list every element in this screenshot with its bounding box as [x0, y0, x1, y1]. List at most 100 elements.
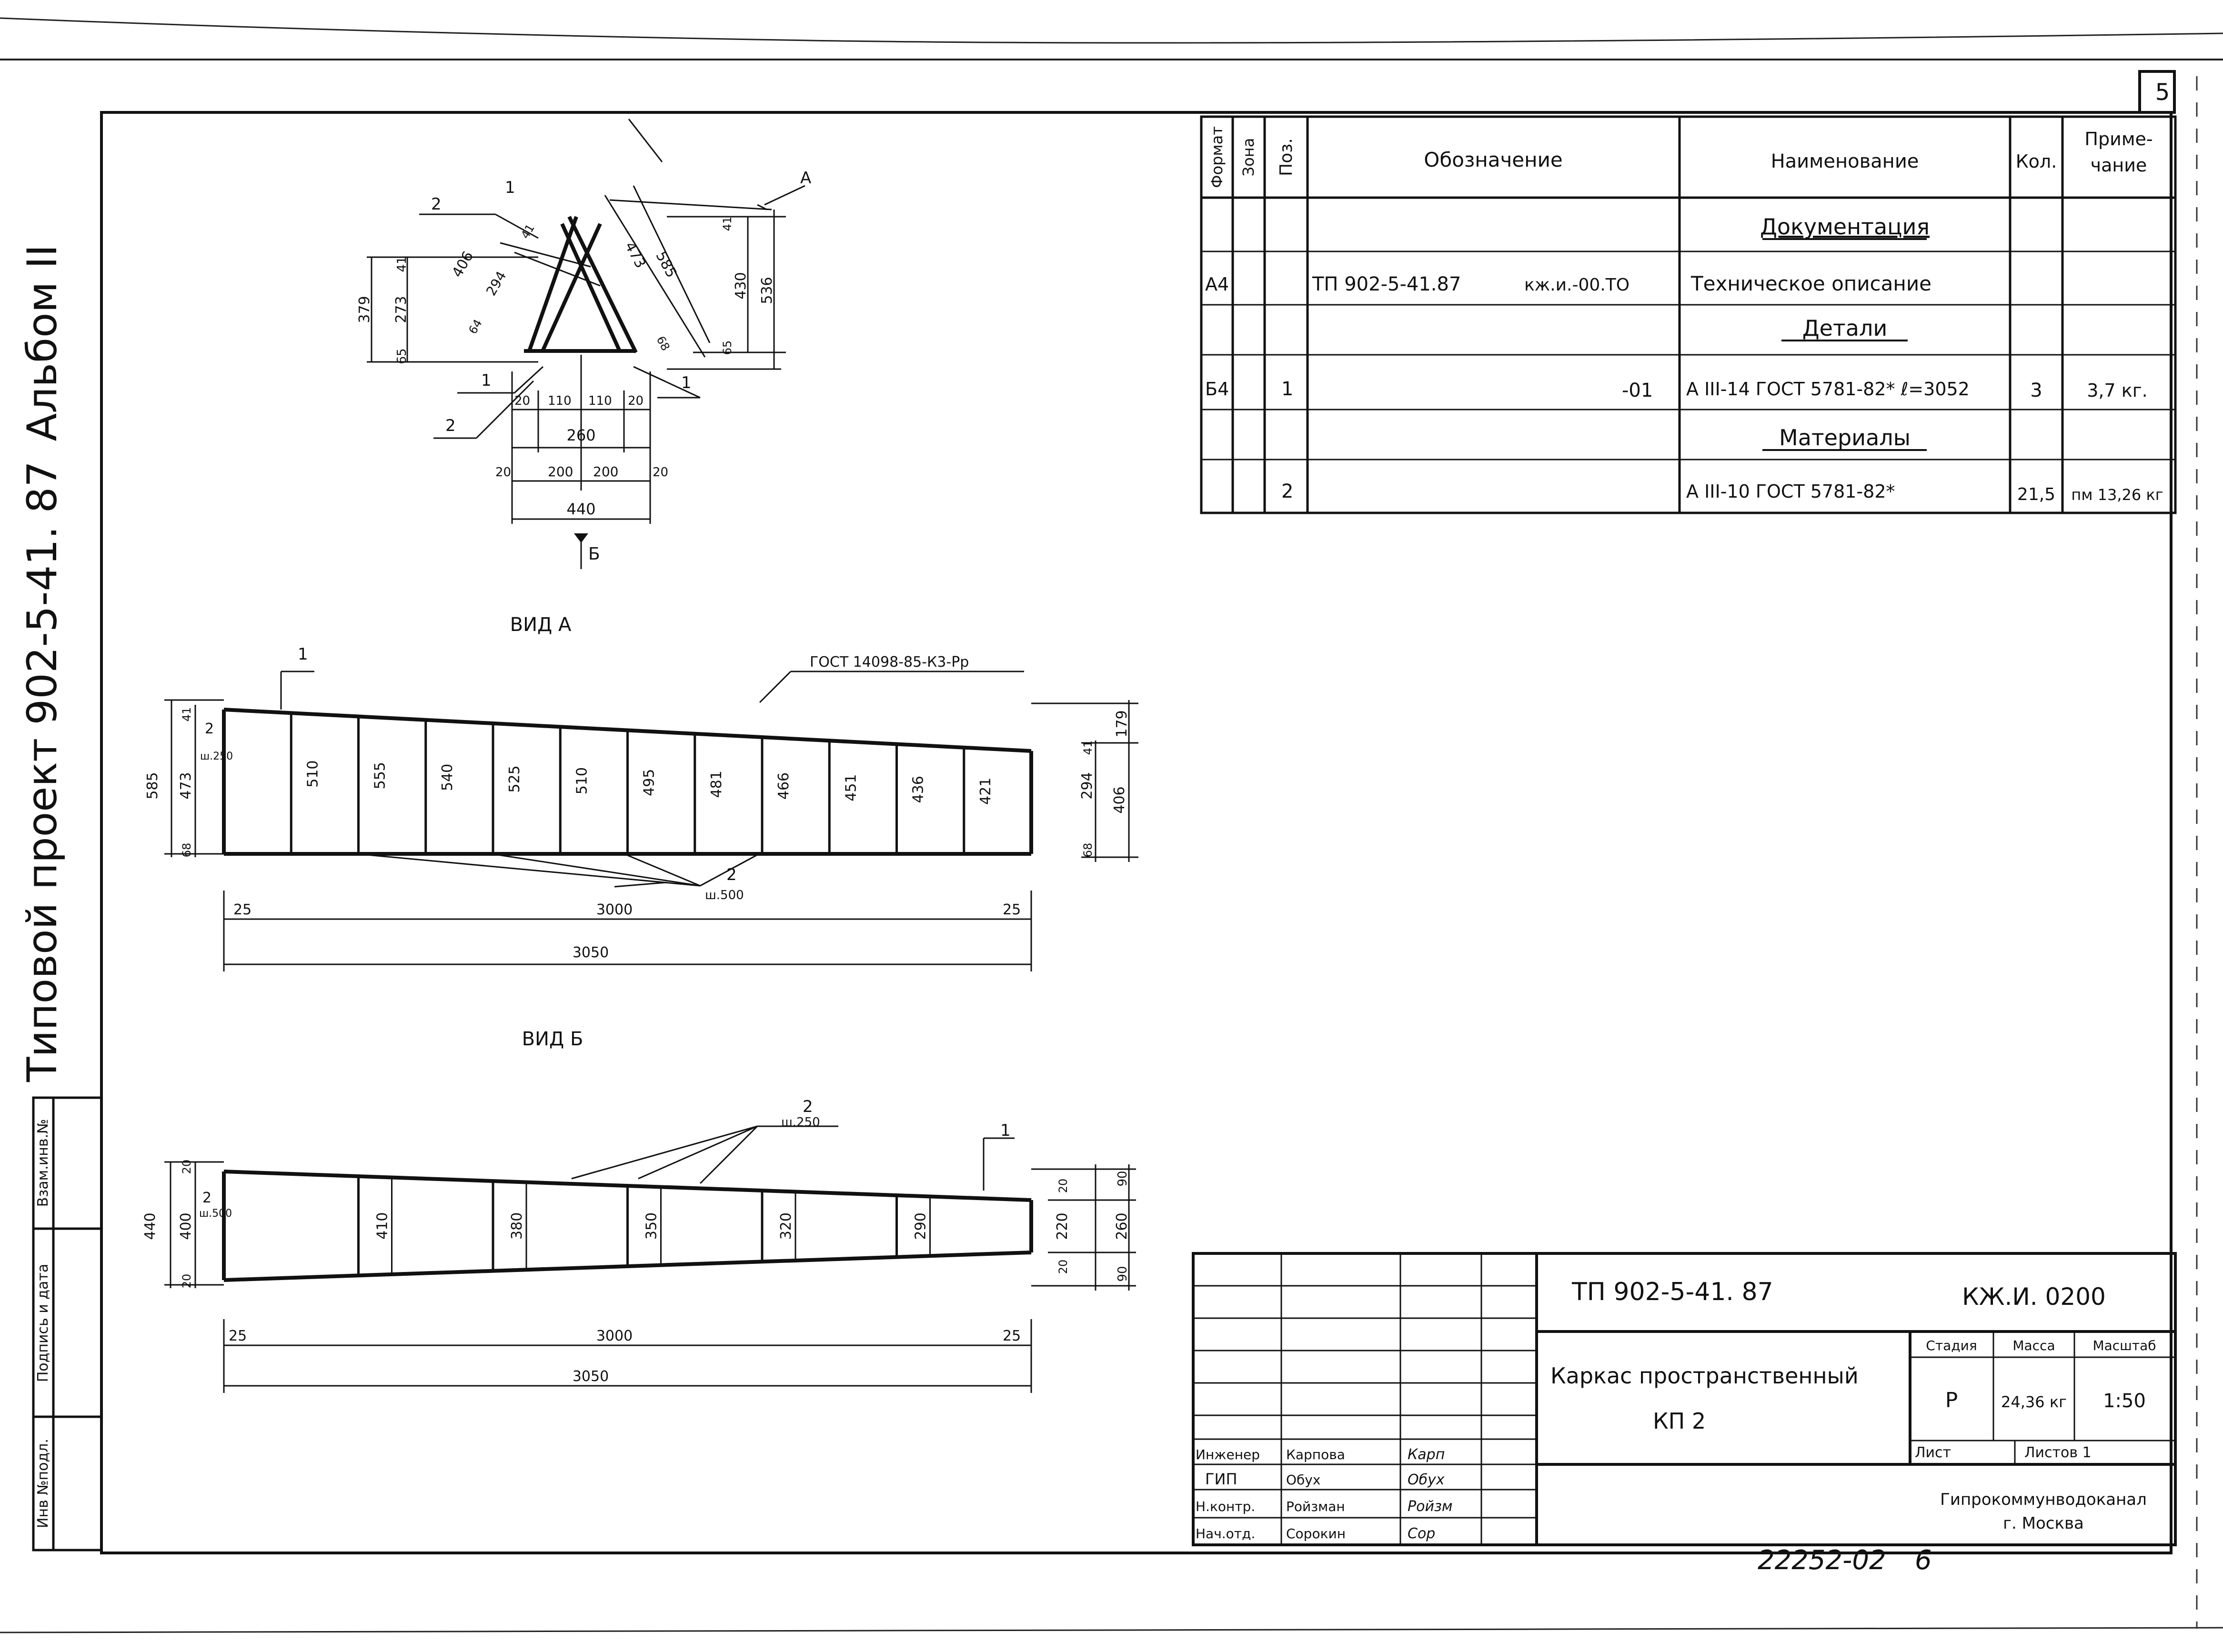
svg-text:68: 68 [1081, 843, 1095, 858]
row6-qty: 21,5 [2017, 485, 2055, 504]
svg-text:20: 20 [495, 465, 511, 480]
signature-1: Карп [1408, 1446, 1445, 1463]
hdr-pos: Поз. [1277, 138, 1296, 176]
svg-text:406: 406 [449, 249, 477, 280]
section-label-2-top: 2 [431, 195, 442, 214]
svg-text:3000: 3000 [596, 901, 633, 918]
svg-text:ш.500: ш.500 [199, 1208, 232, 1220]
signature-4: Сор [1408, 1525, 1435, 1542]
svg-text:41: 41 [395, 256, 409, 272]
svg-text:20: 20 [180, 1274, 193, 1289]
view-a-labels: 1 ГОСТ 14098-85-К3-Рр 585 473 41 68 2 ш.… [144, 645, 1130, 961]
svg-text:25: 25 [1003, 1328, 1021, 1344]
signature-3: Ройзм [1408, 1498, 1453, 1515]
row6-pos: 2 [1281, 481, 1293, 502]
svg-text:Масштаб: Масштаб [2092, 1338, 2156, 1353]
svg-text:273: 273 [393, 296, 410, 323]
org-city: г. Москва [2003, 1514, 2084, 1533]
section-label-a: A [800, 169, 811, 188]
svg-text:25: 25 [233, 901, 251, 918]
hdr-zone: Зона [1239, 138, 1257, 177]
spec-table: Формат Зона Поз. Обозначение Наименовани… [1200, 115, 2177, 514]
svg-text:220: 220 [1054, 1212, 1071, 1240]
svg-text:110: 110 [588, 394, 612, 408]
side-stamp [32, 1096, 103, 1552]
svg-text:406: 406 [1111, 786, 1128, 813]
row6-name: А III-10 ГОСТ 5781-82* [1686, 481, 1895, 502]
svg-text:20: 20 [180, 1160, 193, 1174]
view-a-height-label: 510 [304, 760, 321, 787]
svg-text:3000: 3000 [596, 1328, 633, 1344]
view-a-height-label: 510 [573, 767, 590, 794]
view-a-callout-1: 1 [298, 645, 308, 664]
view-a-height-label: 466 [775, 772, 792, 800]
svg-text:Стадия: Стадия [1926, 1338, 1977, 1353]
section-label-1-right: 1 [681, 373, 692, 392]
svg-text:65: 65 [395, 348, 409, 364]
svg-text:473: 473 [621, 239, 649, 271]
svg-text:ГИП: ГИП [1205, 1470, 1237, 1488]
view-a-height-label: 495 [641, 769, 658, 796]
svg-text:41: 41 [1081, 741, 1095, 755]
svg-text:473: 473 [178, 772, 194, 799]
svg-text:25: 25 [229, 1328, 247, 1344]
row4-designation: -01 [1622, 380, 1653, 401]
svg-text:20: 20 [1056, 1260, 1070, 1274]
view-b-callout-1: 1 [1000, 1121, 1011, 1140]
main-frame [100, 70, 2176, 1554]
footer-sheet: 6 [1915, 1545, 1932, 1576]
section-label-1-top: 1 [505, 178, 515, 197]
svg-text:430: 430 [733, 272, 749, 299]
view-arrow-b: Б [588, 544, 600, 564]
svg-text:585: 585 [144, 772, 161, 799]
row6-note: пм 13,26 кг [2071, 486, 2163, 504]
svg-text:536: 536 [759, 277, 775, 304]
row2-name: Техническое описание [1690, 272, 1931, 295]
svg-text:Обух: Обух [1286, 1472, 1320, 1488]
view-b-callout-2: 2 [803, 1097, 813, 1116]
svg-text:Лист: Лист [1915, 1444, 1951, 1461]
view-a-callout-2: 2 [726, 865, 737, 884]
svg-text:260: 260 [1114, 1212, 1130, 1240]
view-a-height-label: 436 [910, 776, 927, 803]
view-b-width-label: 320 [778, 1212, 795, 1240]
doc-title-1: Каркас пространственный [1550, 1363, 1859, 1389]
view-a-height-label: 525 [506, 765, 523, 792]
doc-code: ТП 902-5-41. 87 [1571, 1278, 1773, 1306]
row4-format: Б4 [1205, 379, 1229, 400]
sheet-edges [0, 17, 2223, 1633]
svg-text:2: 2 [202, 1190, 211, 1206]
mass-value: 24,36 кг [2001, 1393, 2067, 1411]
svg-text:20: 20 [653, 465, 668, 480]
row2-designation2: кж.и.-00.ТО [1524, 275, 1630, 295]
stage-value: Р [1945, 1388, 1958, 1412]
svg-text:20: 20 [514, 394, 530, 408]
row2-designation: ТП 902-5-41.87 [1312, 273, 1461, 295]
project-label: Типовой проект 902-5-41. 87 [19, 461, 66, 1082]
svg-text:65: 65 [721, 340, 734, 355]
svg-text:440: 440 [142, 1212, 159, 1240]
hdr-note-1: Приме- [2084, 129, 2153, 150]
row4-pos: 1 [1281, 378, 1293, 400]
svg-text:90: 90 [1116, 1266, 1130, 1282]
doc-title-2: КП 2 [1653, 1408, 1706, 1434]
svg-text:260: 260 [566, 426, 595, 444]
svg-text:200: 200 [593, 464, 618, 480]
view-b-labels: 2 ш.250 1 440 400 20 20 2 ш.500 20 90 22… [142, 1097, 1130, 1385]
svg-text:294: 294 [483, 269, 509, 299]
svg-text:585: 585 [652, 249, 680, 280]
cross-section [367, 119, 805, 569]
album-label: Альбом II [19, 244, 66, 441]
svg-text:Листов 1: Листов 1 [2024, 1444, 2092, 1461]
view-b-width-label: 350 [644, 1212, 660, 1240]
hdr-qty: Кол. [2016, 151, 2057, 172]
svg-text:64: 64 [466, 317, 485, 336]
page-number: 5 [2155, 79, 2170, 106]
svg-text:110: 110 [548, 394, 572, 408]
hdr-designation: Обозначение [1424, 148, 1562, 171]
signature-2: Обух [1408, 1472, 1445, 1488]
svg-text:41: 41 [518, 222, 537, 241]
svg-text:400: 400 [178, 1212, 194, 1240]
svg-text:Сорокин: Сорокин [1286, 1526, 1346, 1542]
